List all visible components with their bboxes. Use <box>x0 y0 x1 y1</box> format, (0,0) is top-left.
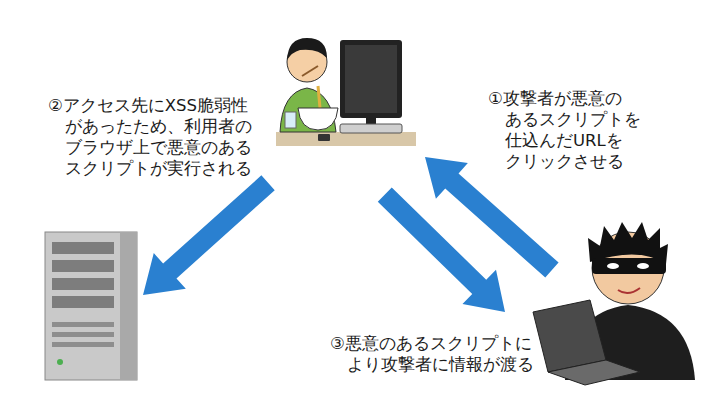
drive-bay <box>52 278 114 290</box>
vent <box>52 332 114 337</box>
arrow-shape <box>127 165 284 313</box>
drive-bay <box>52 296 114 308</box>
step-label: ①攻撃者が悪意の あるスクリプトを 仕込んだURLを クリックさせる <box>488 88 668 172</box>
power-led <box>57 359 63 365</box>
desk <box>276 132 416 146</box>
mask-eye <box>637 263 649 269</box>
user-illustration <box>276 38 416 146</box>
mask-eye <box>607 263 619 269</box>
vent <box>52 342 114 347</box>
server-case <box>45 232 137 380</box>
arrow-shape <box>368 177 522 329</box>
attacker-illustration <box>533 222 695 385</box>
ramen-bowl <box>298 108 338 130</box>
noodles <box>318 86 320 108</box>
attacker-mouth <box>618 288 640 293</box>
attacker-mask <box>592 258 666 274</box>
keyboard <box>340 124 402 133</box>
server-side <box>120 232 137 380</box>
attacker-hair <box>588 222 668 264</box>
step-label: ②アクセス先にXSS脆弱性 があったため、利用者の ブラウザ上で悪意のある スク… <box>48 95 288 179</box>
phone <box>318 134 330 141</box>
laptop-base <box>548 360 640 385</box>
vent <box>52 322 114 327</box>
server-illustration <box>45 232 137 380</box>
monitor <box>340 40 402 118</box>
monitor-screen <box>345 45 397 113</box>
flow-arrow <box>127 165 284 313</box>
step-label: ③悪意のあるスクリプトに より攻撃者に情報が渡る <box>330 333 575 375</box>
laptop-screen <box>533 300 606 372</box>
drive-bay <box>52 260 114 272</box>
cup <box>285 112 296 128</box>
flow-arrow <box>368 177 522 329</box>
user-hair <box>287 38 327 60</box>
chopsticks <box>302 66 318 76</box>
drive-bay <box>52 242 114 254</box>
